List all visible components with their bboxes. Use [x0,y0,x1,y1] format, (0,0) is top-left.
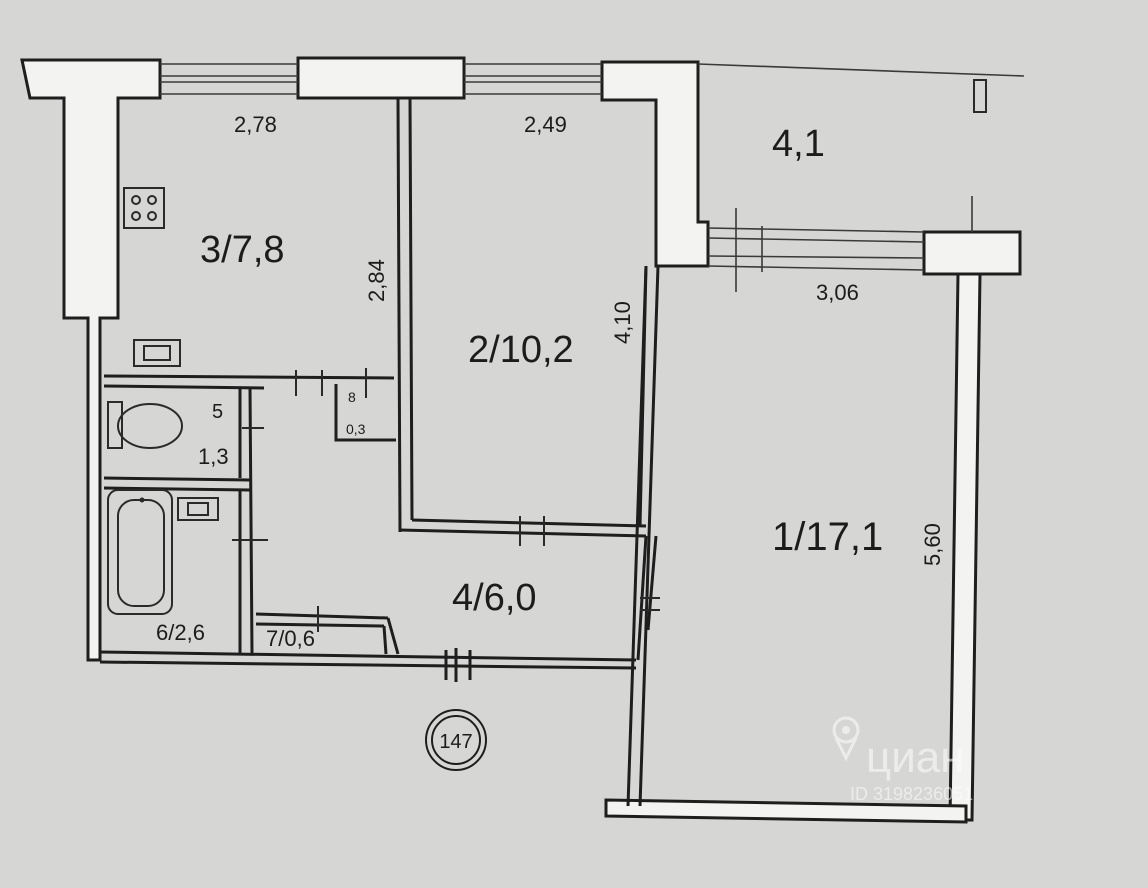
washbasin-icon [177,497,219,521]
kitchen-depth-dim: 2,84 [364,259,389,302]
bedroom-width-dim: 2,49 [524,112,567,137]
toilet-icon [107,401,183,449]
marker-number: 147 [439,731,472,753]
bedroom-depth-dim: 4,10 [610,301,635,344]
top-window-right [464,63,602,95]
fixtures [107,187,219,615]
room-labels: 3/7,8 2/10,2 1/17,1 4/6,0 5 1,3 6/2,6 7/… [156,123,883,651]
corridor-bottom-wall [99,650,637,670]
living-label: 1/17,1 [772,515,883,559]
top-wall-pier [296,56,466,100]
right-exterior-wall [948,272,982,822]
bedroom-label: 2/10,2 [468,329,574,371]
left-exterior-wall [20,58,162,662]
living-width-dim: 3,06 [816,280,859,305]
dimension-labels: 2,78 2,49 3,06 2,84 4,10 5,60 [234,112,945,566]
closet-wall [255,612,400,655]
bedroom-right-wall [638,265,648,527]
apartment-marker: 147 [425,709,487,771]
kitchen-bedroom-wall [396,97,414,533]
niche-area: 0,3 [346,421,366,437]
bedroom-bottom-wall [399,518,647,538]
balcony-railing [697,63,1025,232]
kitchen-label: 3/7,8 [200,229,285,271]
hall-label: 4/6,0 [452,577,537,619]
watermark: циан ID 3198236051 [832,716,973,804]
location-pin-icon [832,716,860,762]
partitions [103,97,660,661]
top-window-left [160,63,298,95]
bath-label: 6/2,6 [156,620,205,645]
watermark-id: ID 3198236051 [850,784,973,804]
closet-label: 7/0,6 [266,626,315,651]
watermark-brand: циан [866,733,965,782]
niche-walls [334,384,396,442]
kitchen-sink-icon [133,339,181,367]
balcony-label: 4,1 [772,123,825,165]
bathtub-icon [107,489,173,615]
stove-icon [123,187,165,229]
wc-top-wall [103,374,395,390]
bottom-wall [604,798,968,824]
wc-right-wall [238,387,254,655]
niche-number: 8 [348,389,356,405]
right-wall-pier [922,230,1022,276]
wc-number: 5 [212,401,223,423]
walls [20,56,1025,824]
wc-area: 1,3 [198,444,229,469]
door-ticks [232,368,660,632]
living-depth-dim: 5,60 [920,523,945,566]
balcony-window [707,208,925,292]
kitchen-width-dim: 2,78 [234,112,277,137]
balcony-corner-pier [600,60,710,268]
wc-bath-wall [103,476,251,492]
